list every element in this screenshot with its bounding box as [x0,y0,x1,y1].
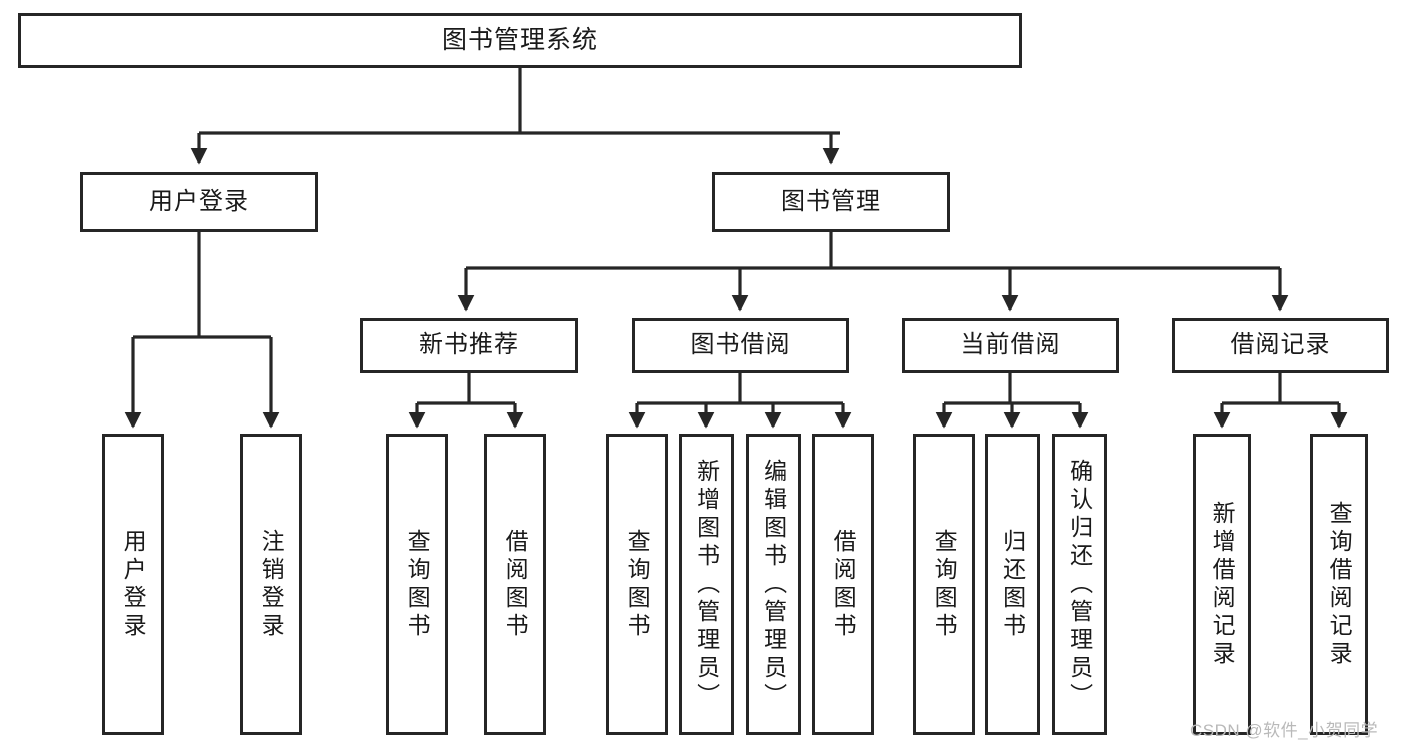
leaf-label: 用户登录 [120,528,147,641]
leaf-label: 确认归还（管理员） [1066,458,1093,711]
node-label: 图书管理系统 [441,25,598,54]
leaf-label: 借阅图书 [830,528,857,641]
leaf-label: 新增图书（管理员） [693,458,720,711]
leaf-query-borrow-record[interactable]: 查询借阅记录 [1310,434,1368,735]
leaf-borrow-book[interactable]: 借阅图书 [812,434,874,735]
node-new-book-recommend[interactable]: 新书推荐 [360,318,578,373]
leaf-logout[interactable]: 注销登录 [240,434,302,735]
node-label: 新书推荐 [419,331,519,359]
leaf-query-book-current[interactable]: 查询图书 [913,434,975,735]
node-book-management[interactable]: 图书管理 [712,172,950,232]
node-root-system[interactable]: 图书管理系统 [18,13,1022,68]
leaf-label: 新增借阅记录 [1209,500,1236,669]
leaf-label: 注销登录 [258,528,285,641]
leaf-add-borrow-record[interactable]: 新增借阅记录 [1193,434,1251,735]
node-label: 借阅记录 [1230,331,1331,359]
node-label: 图书管理 [781,187,881,215]
leaf-label: 编辑图书（管理员） [760,458,787,711]
node-current-borrow[interactable]: 当前借阅 [902,318,1119,373]
leaf-label: 查询图书 [931,528,958,641]
leaf-query-book-recommend[interactable]: 查询图书 [386,434,448,735]
node-book-borrow[interactable]: 图书借阅 [632,318,849,373]
node-label: 用户登录 [149,187,249,215]
leaf-label: 查询图书 [404,528,431,641]
leaf-label: 借阅图书 [502,528,529,641]
node-borrow-record[interactable]: 借阅记录 [1172,318,1389,373]
leaf-query-book-borrow[interactable]: 查询图书 [606,434,668,735]
watermark-credit: CSDN @软件_小贺同学 [1190,721,1379,740]
leaf-label: 查询借阅记录 [1326,500,1353,669]
leaf-return-book[interactable]: 归还图书 [985,434,1040,735]
leaf-label: 查询图书 [624,528,651,641]
leaf-user-login[interactable]: 用户登录 [102,434,164,735]
leaf-edit-book-admin[interactable]: 编辑图书（管理员） [746,434,801,735]
node-label: 当前借阅 [960,331,1061,359]
node-user-login[interactable]: 用户登录 [80,172,318,232]
node-label: 图书借阅 [690,331,791,359]
leaf-add-book-admin[interactable]: 新增图书（管理员） [679,434,734,735]
leaf-label: 归还图书 [999,528,1026,641]
leaf-confirm-return-admin[interactable]: 确认归还（管理员） [1052,434,1107,735]
leaf-borrow-book-recommend[interactable]: 借阅图书 [484,434,546,735]
